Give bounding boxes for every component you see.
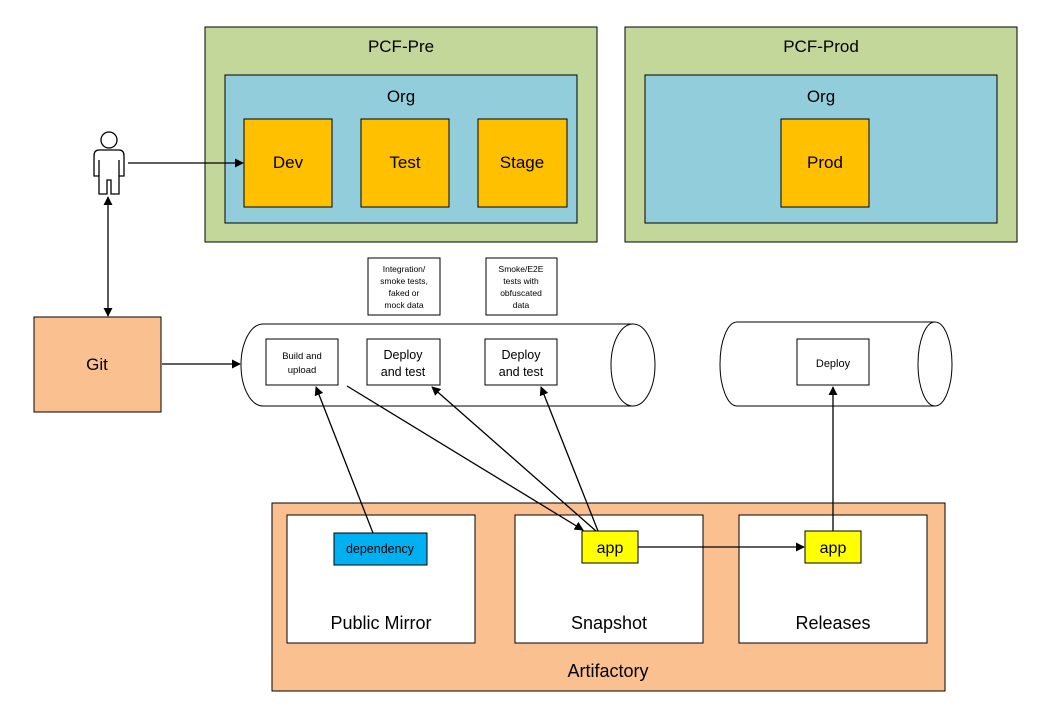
note-smoke-line4: data	[513, 300, 530, 310]
note-integration: Integration/ smoke tests, faked or mock …	[367, 257, 441, 316]
stage-deploy1-line2: and test	[381, 365, 426, 379]
stage-deploy-prod: Deploy	[796, 338, 870, 386]
org-prod-label: Org	[807, 87, 835, 106]
repo-snapshot	[514, 514, 704, 644]
arrow-dependency-to-build	[314, 386, 374, 534]
space-stage: Stage	[500, 153, 544, 172]
note-integration-line2: smoke tests,	[380, 276, 428, 286]
stage-deploy2-line1: Deploy	[502, 348, 542, 362]
artifactory-title: Artifactory	[567, 661, 648, 681]
note-smoke-e2e: Smoke/E2E tests with obfuscated data	[485, 257, 558, 316]
stage-deploy2-line2: and test	[499, 365, 544, 379]
git-label: Git	[86, 355, 108, 374]
env-pcf-prod-title: PCF-Prod	[783, 37, 859, 56]
space-test: Test	[389, 153, 420, 172]
space-dev: Dev	[273, 153, 304, 172]
note-smoke-line1: Smoke/E2E	[499, 264, 544, 274]
note-integration-line1: Integration/	[383, 264, 426, 274]
note-smoke-line3: obfuscated	[500, 288, 542, 298]
stage-build-upload: Build and upload	[265, 338, 339, 386]
arrow-snapshot-to-deploy1	[431, 386, 597, 532]
arrow-snapshot-to-deploy2	[539, 386, 599, 532]
note-smoke-line2: tests with	[503, 276, 539, 286]
env-pcf-prod: PCF-Prod Org Prod	[624, 26, 1018, 243]
git-repo: Git	[33, 316, 162, 413]
repo-snapshot-label: Snapshot	[571, 613, 647, 633]
snapshot-app-artifact: app	[597, 540, 624, 557]
repo-releases-label: Releases	[795, 613, 870, 633]
stage-build-line2: upload	[288, 365, 317, 376]
dependency-artifact: dependency	[346, 542, 415, 556]
env-pcf-pre: PCF-Pre Org Dev Test Stage	[204, 26, 598, 243]
stage-deploy1-line1: Deploy	[384, 348, 424, 362]
stage-deploy-test-2: Deploy and test	[484, 338, 558, 386]
space-prod: Prod	[807, 153, 843, 172]
arrow-build-to-snapshot	[346, 385, 584, 531]
stage-build-line1: Build and	[282, 351, 322, 362]
org-pre-label: Org	[387, 87, 415, 106]
repo-public-mirror-label: Public Mirror	[330, 613, 431, 633]
note-integration-line3: faked or	[389, 288, 420, 298]
stage-deploy-test-1: Deploy and test	[366, 338, 441, 386]
artifactory: Artifactory Public Mirror dependency Sna…	[271, 502, 946, 692]
person-icon	[93, 131, 125, 195]
note-integration-line4: mock data	[384, 300, 423, 310]
env-pcf-pre-title: PCF-Pre	[368, 37, 434, 56]
stage-deploy-prod-label: Deploy	[816, 358, 851, 370]
connectors	[103, 158, 838, 552]
releases-app-artifact: app	[820, 540, 847, 557]
